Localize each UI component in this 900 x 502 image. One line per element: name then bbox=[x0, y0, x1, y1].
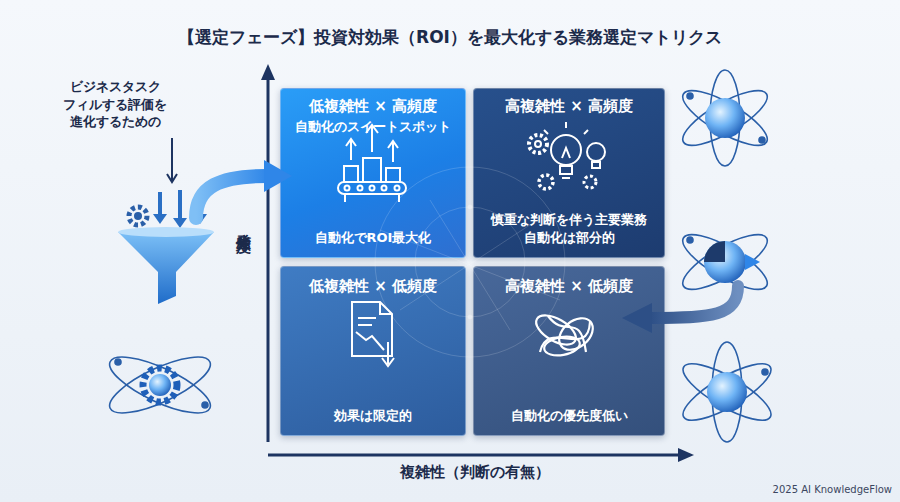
funnel-icon bbox=[118, 190, 214, 304]
side-note: ビジネスタスク フィルする評価を 進化するための bbox=[56, 78, 174, 131]
title: 【選定フェーズ】投資対効果（ROI）を最大化する業務選定マトリクス bbox=[0, 26, 900, 49]
watermark: 2025 AI KnowledgeFlow bbox=[720, 484, 892, 495]
quadrant-box: 低複雑性 × 低頻度効果は限定的 bbox=[280, 266, 466, 436]
quadrant-heading: 高複雑性 × 高頻度 bbox=[474, 96, 664, 116]
quadrant-text: 自動化の優先度低い bbox=[474, 407, 664, 425]
atom-icon bbox=[676, 225, 774, 299]
axis-label: 複雑性（判断の有無） bbox=[320, 463, 630, 482]
axis-label: 発生頻度 bbox=[234, 222, 253, 226]
quadrant-box: 低複雑性 × 高頻度自動化のスイートスポット自動化でROI最大化 bbox=[280, 88, 466, 258]
gear-atom bbox=[103, 346, 217, 423]
flow-arrow bbox=[196, 160, 292, 218]
quadrant-text: 慎重な判断を伴う主要業務 自動化は部分的 bbox=[474, 211, 664, 246]
quadrant-text: 効果は限定的 bbox=[281, 407, 465, 425]
quadrant-box: 高複雑性 × 低頻度自動化の優先度低い bbox=[473, 266, 665, 436]
quadrant-heading: 高複雑性 × 低頻度 bbox=[474, 276, 664, 296]
quadrant-heading: 低複雑性 × 高頻度 bbox=[281, 96, 465, 116]
y-axis bbox=[261, 64, 275, 442]
atom-icon bbox=[676, 70, 774, 166]
quadrant-heading: 低複雑性 × 低頻度 bbox=[281, 276, 465, 296]
quadrant-text: 自動化のスイートスポット bbox=[281, 118, 465, 136]
quadrant-text: 自動化でROI最大化 bbox=[281, 229, 465, 247]
quadrant-box: 高複雑性 × 高頻度慎重な判断を伴う主要業務 自動化は部分的 bbox=[473, 88, 665, 258]
x-axis bbox=[268, 448, 694, 462]
pointer-arrow bbox=[167, 138, 177, 182]
atom-icon bbox=[676, 342, 778, 442]
